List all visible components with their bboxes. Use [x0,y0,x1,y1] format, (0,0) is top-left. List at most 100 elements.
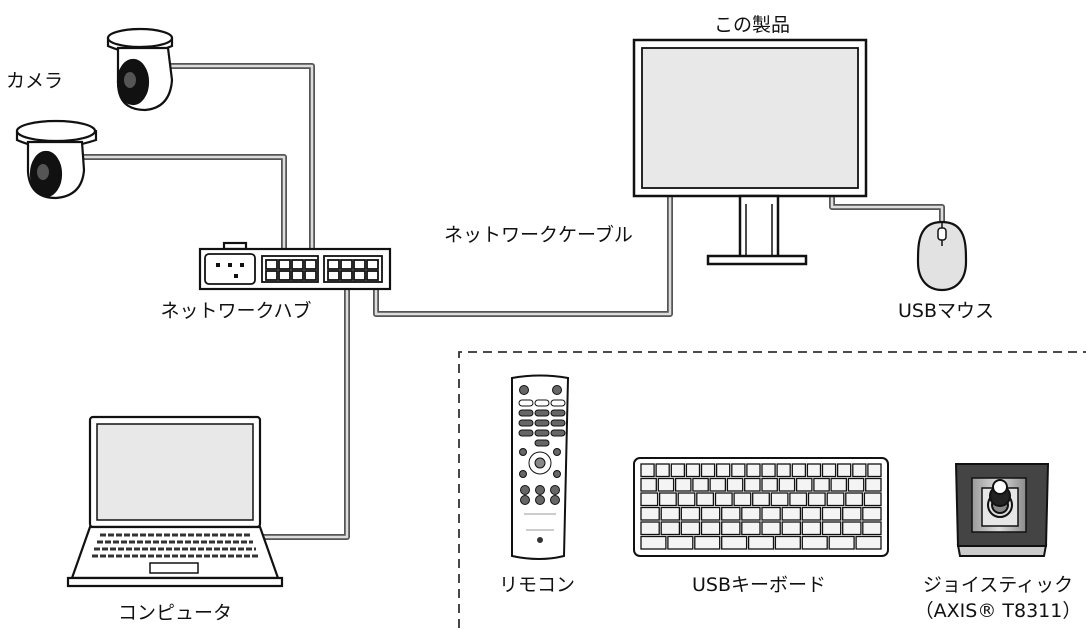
keyboard-key [852,463,867,478]
keyboard-key [836,463,852,478]
camera-label: カメラ [6,70,64,92]
keyboard-key [746,463,761,478]
keyboard-key [640,521,660,536]
keyboard-key [700,463,716,478]
keyboard-key [658,492,677,507]
keyboard-key [865,477,882,492]
keyboard-key [677,492,696,507]
keyboard-key [700,506,721,521]
keyboard-key [667,535,694,550]
keyboard-key [863,492,882,507]
keyboard-key [709,477,727,492]
cable-camera1-hub [170,63,315,262]
keyboard-key [795,477,813,492]
keyboard-key [774,535,801,550]
keyboard-key [789,492,808,507]
optional-devices-box [458,351,1086,628]
keyboard-key [657,477,675,492]
keyboard-key [674,477,692,492]
keyboard-key [862,521,882,536]
camera-2 [15,119,98,200]
keyboard-key [862,506,882,521]
product-label: この製品 [713,14,791,36]
keyboard-key [806,463,822,478]
keyboard-key [715,463,731,478]
keyboard-key [714,492,733,507]
keyboard-key [721,521,741,536]
keyboard-key [847,477,865,492]
keyboard-key [821,506,842,521]
remote-label: リモコン [498,574,576,596]
usb-mouse [916,220,968,292]
monitor [632,38,868,266]
keyboard-key [776,463,791,478]
keyboard-key [830,477,848,492]
keyboard-keys [640,463,882,550]
keyboard-key [640,535,667,550]
keyboard-key [826,492,845,507]
keyboard-key [660,506,681,521]
joystick [954,463,1050,557]
keyboard-key [781,521,802,536]
cable-hub-monitor [373,196,673,317]
keyboard-key [761,477,778,492]
cable-monitor-mouse [829,196,945,224]
keyboard-key [813,477,830,492]
laptop-keys [92,533,258,558]
keyboard-key [821,521,842,536]
laptop [66,415,284,588]
keyboard-key [721,506,741,521]
keyboard-key [761,463,776,478]
keyboard-key [778,477,796,492]
keyboard-key [726,477,744,492]
keyboard-key [807,492,826,507]
keyboard-key [801,535,828,550]
keyboard-key [694,535,721,550]
keyboard-key [696,492,715,507]
cable-camera2-hub [82,154,287,262]
keyboard-key [828,535,855,550]
keyboard-key [700,521,721,536]
keyboard-key [660,521,681,536]
camera-1 [106,27,174,112]
keyboard-key [680,521,701,536]
usb-keyboard-label: USBキーボード [691,574,827,596]
keyboard-key [855,535,882,550]
keyboard-key [867,463,882,478]
computer-label: コンピュータ [117,602,233,624]
keyboard-key [744,477,761,492]
usb-keyboard [633,457,889,557]
keyboard-key [801,506,822,521]
keyboard-key [752,492,770,507]
network-hub-label: ネットワークハブ [160,300,312,322]
joystick-model-label: （AXIS® T8311） [914,600,1082,622]
keyboard-key [821,463,837,478]
joystick-label: ジョイスティック [922,574,1074,596]
hub-ports-right [323,255,383,283]
network-cable-label: ネットワークケーブル [444,224,633,246]
keyboard-key [845,492,864,507]
cable-hub-computer [262,272,350,540]
cables [82,63,945,540]
keyboard-key [692,477,709,492]
keyboard-key [842,506,862,521]
keyboard-key [761,506,781,521]
remote-control [511,374,570,560]
keyboard-key [741,506,761,521]
keyboard-key [781,506,802,521]
keyboard-key [680,506,701,521]
hub-ports-left [261,255,319,283]
keyboard-key [731,463,746,478]
keyboard-key [640,477,657,492]
keyboard-key [747,535,775,550]
keyboard-key [721,535,748,550]
keyboard-key [670,463,686,478]
usb-mouse-label: USBマウス [897,300,995,322]
keyboard-key [842,521,862,536]
keyboard-key [801,521,822,536]
keyboard-key [791,463,807,478]
keyboard-key [655,463,670,478]
keyboard-key [733,492,752,507]
